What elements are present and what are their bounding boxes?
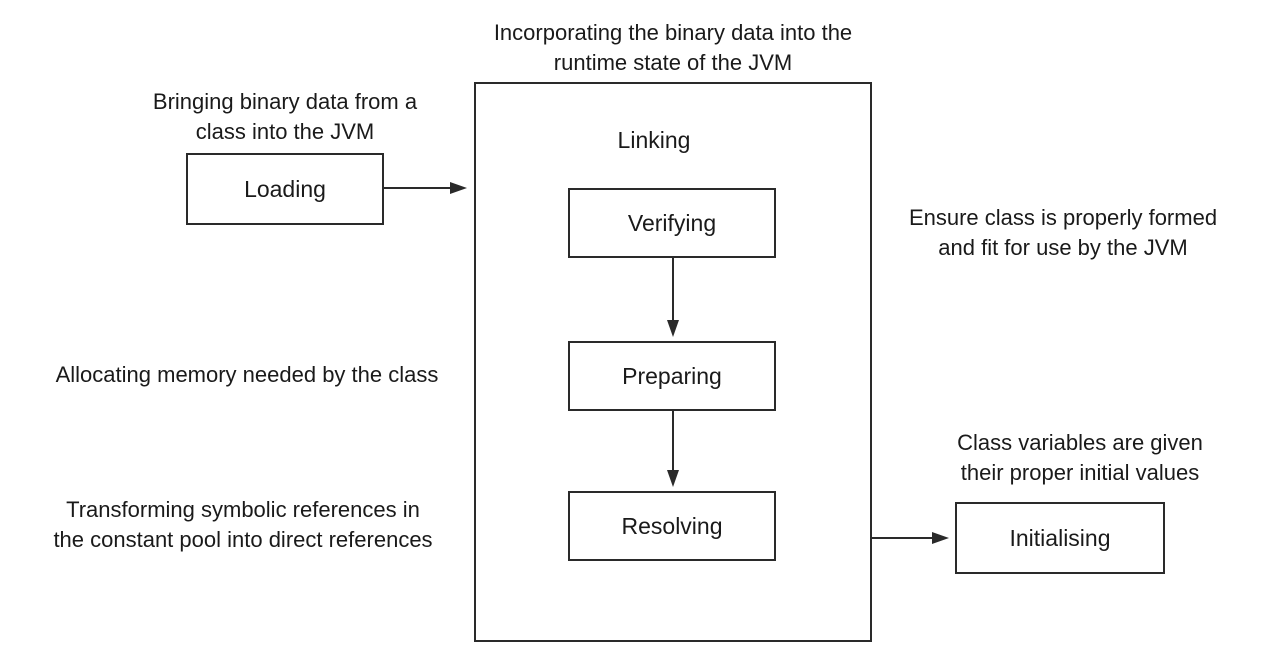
loading-to-linking-arrowhead <box>450 182 467 194</box>
linking-to-initialising-arrowhead <box>932 532 949 544</box>
initialising-description-line-2: their proper initial values <box>960 460 1200 485</box>
preparing-description-line-1: Allocating memory needed by the class <box>55 362 439 387</box>
loading-description-line-2: class into the JVM <box>195 119 375 144</box>
preparing-description: Allocating memory needed by the class <box>22 360 472 390</box>
resolving-box: Resolving <box>568 491 776 561</box>
verifying-description: Ensure class is properly formed and fit … <box>888 203 1238 263</box>
loading-description: Bringing binary data from a class into t… <box>120 87 450 147</box>
resolving-description-line-2: the constant pool into direct references <box>53 527 433 552</box>
linking-description: Incorporating the binary data into the r… <box>466 18 880 78</box>
initialising-description-line-1: Class variables are given <box>957 430 1203 455</box>
verifying-description-line-1: Ensure class is properly formed <box>908 205 1218 230</box>
resolving-description: Transforming symbolic references in the … <box>18 495 468 555</box>
preparing-box: Preparing <box>568 341 776 411</box>
loading-box: Loading <box>186 153 384 225</box>
linking-container <box>474 82 872 642</box>
linking-description-line-2: runtime state of the JVM <box>553 50 793 75</box>
verifying-description-line-2: and fit for use by the JVM <box>938 235 1188 260</box>
verifying-box: Verifying <box>568 188 776 258</box>
linking-title: Linking <box>617 127 691 153</box>
loading-description-line-1: Bringing binary data from a <box>152 89 418 114</box>
initialising-description: Class variables are given their proper i… <box>930 428 1230 488</box>
initialising-box: Initialising <box>955 502 1165 574</box>
resolving-description-line-1: Transforming symbolic references in <box>66 497 420 522</box>
linking-description-line-1: Incorporating the binary data into the <box>493 20 853 45</box>
